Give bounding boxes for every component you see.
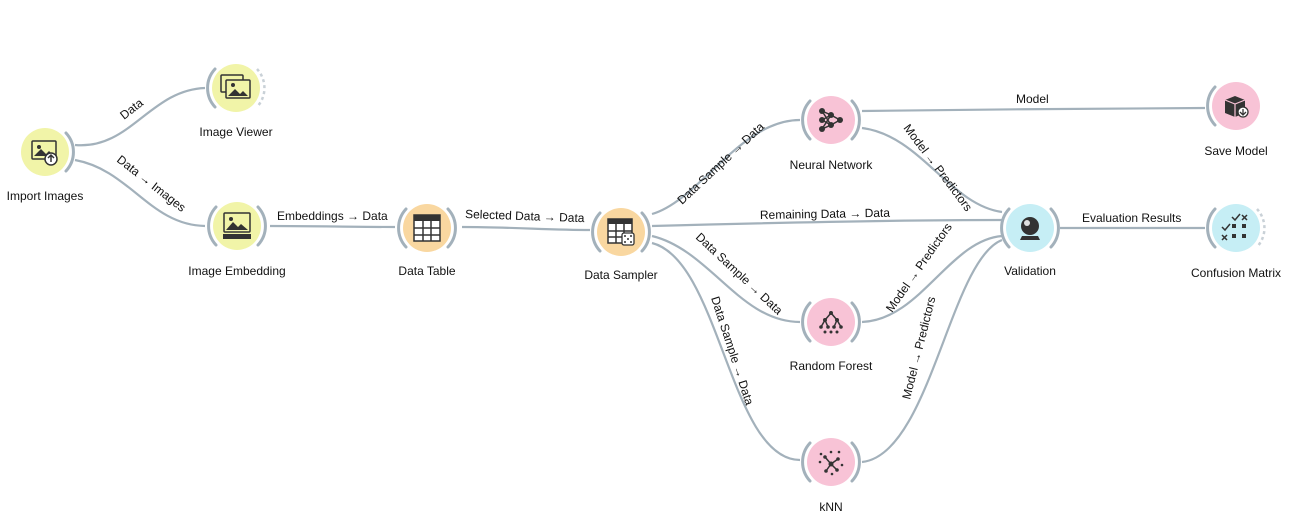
node-label: Image Embedding (188, 264, 285, 278)
node-random-forest[interactable]: Random Forest (790, 298, 873, 373)
link-embedding-to-table[interactable] (269, 224, 396, 229)
node-label: Save Model (1204, 144, 1267, 158)
input-anchor[interactable] (801, 441, 812, 483)
knn-icon (818, 450, 844, 476)
import-images-icon (31, 140, 58, 166)
data-table-icon (413, 214, 441, 242)
node-save-model[interactable]: Save Model (1204, 82, 1268, 158)
link-sampler-to-nn[interactable] (651, 118, 801, 216)
link-table-to-sampler[interactable] (461, 225, 591, 232)
link-label-embedding-to-table: Embeddings → Data (277, 209, 388, 223)
node-validation[interactable]: Validation (1000, 204, 1060, 278)
link-sampler-to-rf[interactable] (651, 234, 801, 324)
save-model-icon (1224, 96, 1249, 118)
input-anchor[interactable] (397, 207, 408, 249)
input-anchor[interactable] (207, 205, 218, 247)
link-import-to-viewer[interactable] (74, 86, 206, 147)
data-sampler-icon (607, 218, 635, 246)
node-label: kNN (819, 500, 842, 514)
input-anchor[interactable] (1000, 207, 1011, 249)
node-label: Import Images (7, 189, 84, 203)
confusion-matrix-icon (1221, 213, 1248, 241)
node-image-embedding[interactable]: Image Embedding (188, 202, 286, 278)
input-anchor[interactable] (1206, 207, 1217, 249)
node-disc (807, 96, 855, 144)
link-nn-to-validation[interactable] (861, 126, 1003, 214)
link-sampler-to-validation[interactable] (651, 218, 1003, 228)
link-label-sampler-to-knn: Data Sample → Data (708, 295, 756, 407)
output-anchor[interactable] (640, 211, 651, 253)
node-import-images[interactable]: Import Images (7, 128, 84, 203)
node-label: Data Table (398, 264, 455, 278)
node-neural-network[interactable]: Neural Network (790, 96, 874, 172)
node-image-viewer[interactable]: Image Viewer (199, 64, 273, 139)
input-anchor[interactable] (591, 211, 602, 253)
link-label-nn-to-save: Model (1016, 92, 1049, 106)
output-anchor[interactable] (256, 68, 266, 108)
node-label: Neural Network (790, 158, 874, 172)
links-layer (74, 86, 1206, 464)
output-anchor[interactable] (446, 207, 457, 249)
input-anchor[interactable] (801, 99, 812, 141)
output-anchor[interactable] (850, 441, 861, 483)
link-label-sampler-to-rf: Data Sample → Data (693, 230, 786, 318)
link-import-to-embedding[interactable] (74, 158, 206, 228)
neural-network-icon (819, 108, 843, 132)
node-label: Validation (1004, 264, 1056, 278)
node-label: Image Viewer (199, 125, 272, 139)
output-anchor[interactable] (256, 205, 267, 247)
output-anchor[interactable] (64, 131, 75, 173)
image-viewer-icon (220, 74, 251, 99)
output-anchor[interactable] (1256, 208, 1266, 248)
link-label-sampler-to-nn: Data Sample → Data (674, 119, 767, 207)
link-knn-to-validation[interactable] (861, 238, 1003, 464)
node-data-sampler[interactable]: Data Sampler (584, 208, 658, 282)
input-anchor[interactable] (801, 301, 812, 343)
image-embedding-icon (223, 212, 251, 239)
link-label-knn-to-validation: Model → Predictors (899, 295, 938, 401)
link-label-table-to-sampler: Selected Data → Data (465, 207, 585, 225)
node-confusion-matrix[interactable]: Confusion Matrix (1191, 204, 1281, 280)
node-label: Random Forest (790, 359, 873, 373)
link-sampler-to-knn[interactable] (651, 241, 801, 462)
output-anchor[interactable] (850, 99, 861, 141)
link-label-sampler-to-validation: Remaining Data → Data (760, 206, 891, 222)
node-label: Data Sampler (584, 268, 657, 282)
link-label-rf-to-validation: Model → Predictors (883, 220, 955, 314)
link-nn-to-save[interactable] (861, 106, 1206, 113)
node-knn[interactable]: kNN (801, 438, 861, 514)
validation-icon (1020, 217, 1040, 240)
node-data-table[interactable]: Data Table (397, 204, 457, 278)
node-label: Confusion Matrix (1191, 266, 1281, 280)
random-forest-icon (819, 311, 843, 334)
node-disc (21, 128, 69, 176)
link-rf-to-validation[interactable] (861, 234, 1003, 324)
link-label-nn-to-validation: Model → Predictors (901, 121, 976, 214)
input-anchor[interactable] (206, 67, 217, 109)
output-anchor[interactable] (850, 301, 861, 343)
link-label-validation-to-confusion: Evaluation Results (1082, 211, 1181, 225)
output-anchor[interactable] (1049, 207, 1060, 249)
input-anchor[interactable] (1206, 85, 1217, 127)
node-disc (807, 298, 855, 346)
